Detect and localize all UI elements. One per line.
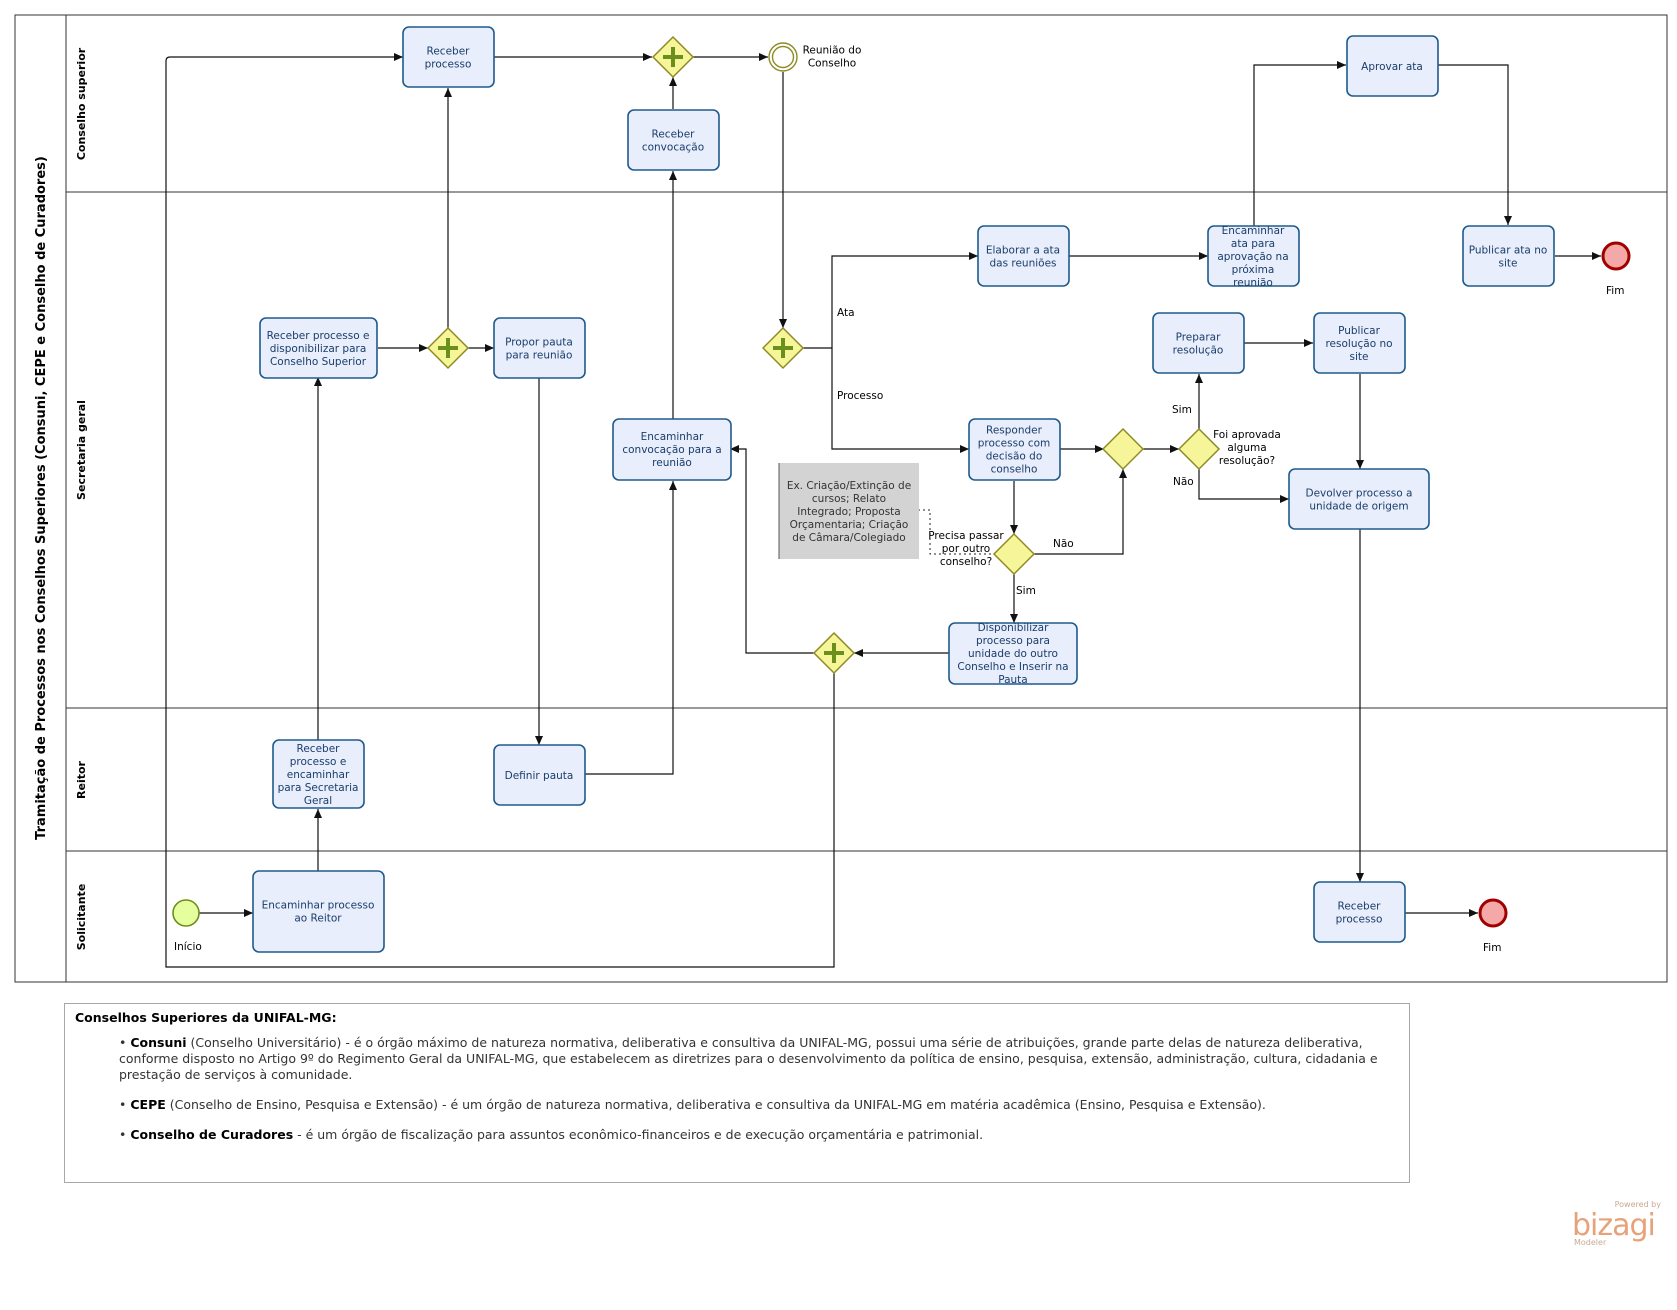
task-label: Definir pauta bbox=[505, 770, 574, 782]
event-label-fim-secretaria: Fim bbox=[1606, 285, 1624, 297]
note-text: (Conselho Universitário) - é o órgão máx… bbox=[119, 1035, 1378, 1082]
start-event[interactable] bbox=[172, 899, 200, 927]
plus-icon bbox=[824, 643, 844, 663]
sequence-flows bbox=[165, 53, 1601, 968]
intermediate-event-reuniao[interactable] bbox=[768, 42, 798, 72]
flow-label-sim-outro: Sim bbox=[1016, 585, 1036, 597]
end-event-secretaria[interactable] bbox=[1601, 241, 1631, 271]
task-definir-pauta[interactable]: Definir pauta bbox=[493, 744, 586, 806]
flow-label-nao-resolucao: Não bbox=[1173, 476, 1194, 488]
parallel-gateway-2[interactable] bbox=[651, 35, 695, 79]
notes-title: Conselhos Superiores da UNIFAL-MG: bbox=[75, 1010, 337, 1025]
plus-icon bbox=[438, 338, 458, 358]
flow-label-nao-outro: Não bbox=[1053, 538, 1074, 550]
exclusive-gateway-merge[interactable] bbox=[1101, 427, 1145, 471]
exclusive-gateway-aprovada[interactable] bbox=[1177, 427, 1221, 471]
brand-logo-text: bizagi bbox=[1572, 1208, 1656, 1243]
parallel-gateway-3[interactable] bbox=[761, 326, 805, 370]
notes-box: Conselhos Superiores da UNIFAL-MG: • Con… bbox=[64, 1003, 1410, 1183]
flow-label-sim-resolucao: Sim bbox=[1172, 404, 1192, 416]
note-item-consuni: • Consuni (Conselho Universitário) - é o… bbox=[119, 1035, 1378, 1082]
lane-label-conselho: Conselho superior bbox=[75, 47, 88, 160]
parallel-gateway-4[interactable] bbox=[812, 631, 856, 675]
plus-icon bbox=[773, 338, 793, 358]
event-label-fim-solicitante: Fim bbox=[1483, 942, 1501, 954]
task-aprovar-ata[interactable]: Aprovar ata bbox=[1346, 35, 1439, 97]
task-label: Aprovar ata bbox=[1361, 61, 1423, 73]
note-text: (Conselho de Ensino, Pesquisa e Extensão… bbox=[165, 1097, 1266, 1112]
brand-modeler: Modeler bbox=[1574, 1238, 1607, 1247]
bpmn-diagram: Tramitação de Processos nos Conselhos Su… bbox=[14, 14, 1668, 983]
parallel-gateway-1[interactable] bbox=[426, 326, 470, 370]
lane-label-solicitante: Solicitante bbox=[75, 884, 88, 951]
note-text: - é um órgão de fiscalização para assunt… bbox=[293, 1127, 984, 1142]
note-term: CEPE bbox=[130, 1097, 166, 1112]
note-term: Conselho de Curadores bbox=[130, 1127, 294, 1142]
event-label-inicio: Início bbox=[174, 941, 202, 953]
note-item-cepe: • CEPE (Conselho de Ensino, Pesquisa e E… bbox=[119, 1097, 1266, 1112]
note-item-curadores: • Conselho de Curadores - é um órgão de … bbox=[119, 1127, 984, 1142]
note-term: Consuni bbox=[130, 1035, 187, 1050]
lane-label-secretaria: Secretaria geral bbox=[75, 400, 88, 500]
pool-title: Tramitação de Processos nos Conselhos Su… bbox=[34, 156, 49, 840]
brand-powered: Powered by bbox=[1614, 1200, 1661, 1209]
plus-icon bbox=[663, 47, 683, 67]
exclusive-gateway-outro-conselho[interactable] bbox=[992, 532, 1036, 576]
lane-label-reitor: Reitor bbox=[75, 760, 88, 799]
bizagi-logo: Powered by bizagi Modeler bbox=[1572, 1200, 1667, 1247]
end-event-solicitante[interactable] bbox=[1478, 898, 1508, 928]
flow-label-ata: Ata bbox=[837, 307, 855, 319]
flow-label-processo: Processo bbox=[837, 390, 883, 402]
